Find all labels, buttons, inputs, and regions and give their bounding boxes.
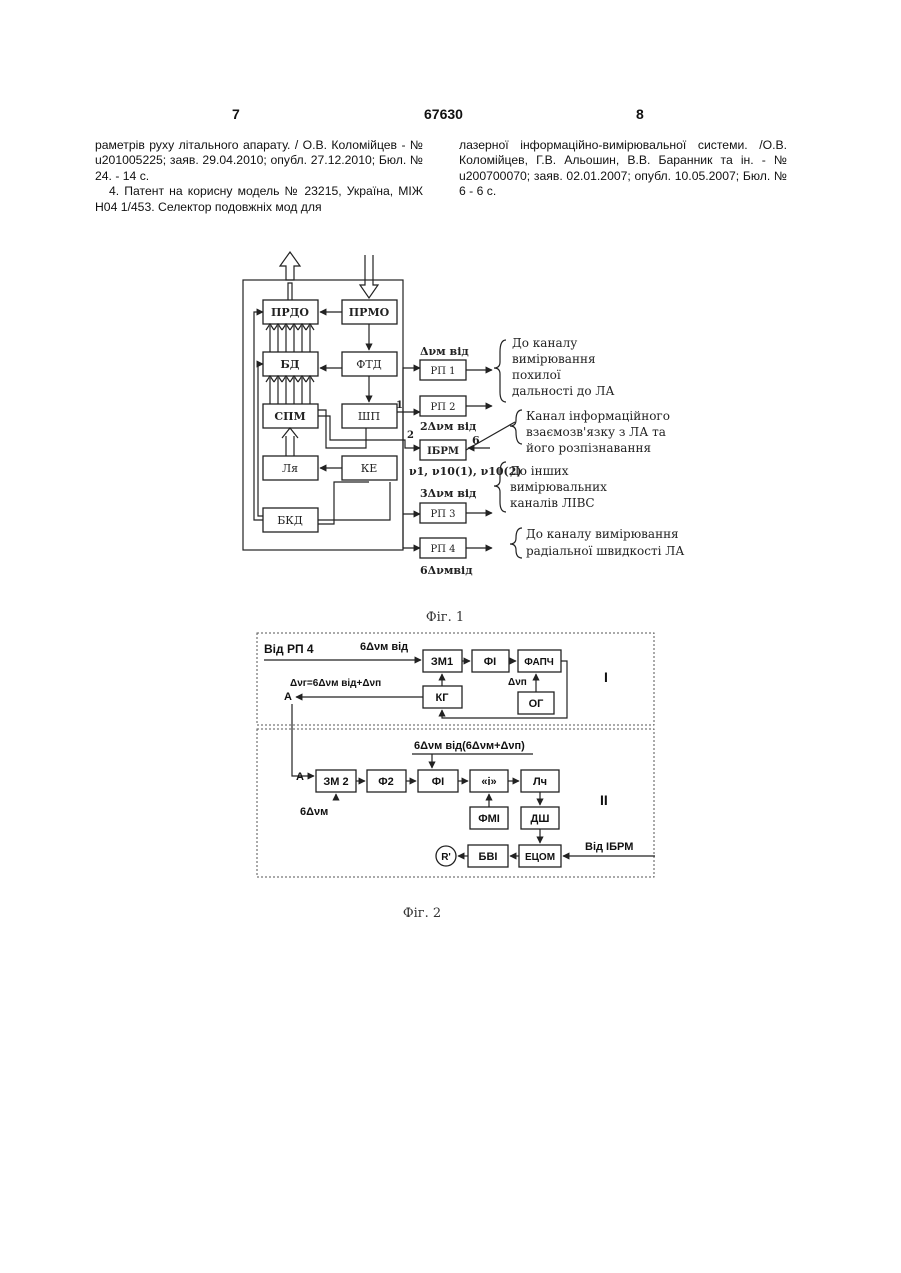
fig1-num1: 1 bbox=[396, 400, 403, 411]
fig2-source-rp4: Від РП 4 bbox=[264, 642, 314, 656]
fig2-a-label-1: A bbox=[284, 691, 292, 703]
block-prdo-label: ПРДО bbox=[271, 306, 309, 319]
fig1-note1-line2: вимірювання bbox=[512, 352, 596, 366]
fig1-note1-line1: До каналу bbox=[512, 336, 577, 350]
block-zm2-label: ЗМ 2 bbox=[323, 776, 348, 788]
fig1-brace-2 bbox=[510, 410, 522, 444]
fig1-brace-4 bbox=[510, 528, 522, 558]
block-zm1-label: ЗМ1 bbox=[431, 656, 453, 668]
fig1-rp2-freq: 2Δνм від bbox=[420, 420, 476, 433]
fig1-rp3-freq: 3Δνм від bbox=[420, 487, 476, 500]
fig1-bkd-bd-line bbox=[258, 364, 263, 516]
block-lch-label: Лч bbox=[533, 776, 547, 788]
fig2-dn: Δνп bbox=[508, 677, 527, 688]
fig1-note2-line3: його розпізнавання bbox=[526, 441, 651, 455]
block-ftd-label: ФТД bbox=[356, 358, 381, 371]
fig1-note2-line2: взаємозв'язку з ЛА та bbox=[526, 425, 666, 439]
fig2-caption: Фіг. 2 bbox=[403, 906, 441, 921]
block-i-label: «і» bbox=[481, 776, 496, 788]
block-dsh-label: ДШ bbox=[531, 813, 550, 825]
block-r-label: R' bbox=[441, 852, 451, 863]
fig2-formula: Δνг=6Δνм від+Δνп bbox=[290, 678, 381, 689]
block-og-label: ОГ bbox=[529, 698, 545, 710]
fig2-freq-label: 6Δνм bbox=[300, 806, 328, 818]
block-ibrm-label: ІБРМ bbox=[427, 446, 459, 457]
fig1-note3-line2: вимірювальних bbox=[510, 480, 607, 494]
fig1-bus-arrows bbox=[266, 324, 314, 456]
fig1-input-arrow bbox=[360, 255, 378, 298]
fig1-bkd-ke-line bbox=[318, 482, 369, 524]
fig1-output-arrow bbox=[280, 252, 300, 280]
fig1-note1-line4: дальності до ЛА bbox=[512, 384, 614, 398]
fig1-brace-1 bbox=[494, 340, 506, 402]
fig1-note4-line2: радіальної швидкості ЛА bbox=[526, 544, 684, 558]
block-lya-label: Ля bbox=[282, 462, 298, 475]
fig1-caption: Фіг. 1 bbox=[426, 610, 464, 625]
fig1-prdo-up bbox=[288, 283, 292, 300]
fig1-rp4-freq: 6Δνмвід bbox=[420, 564, 473, 577]
block-rp3-label: РП 3 bbox=[431, 509, 456, 520]
block-fi-1-label: ФІ bbox=[484, 656, 496, 668]
block-shp-label: ШП bbox=[358, 410, 380, 423]
fig1-bkd-right-line bbox=[318, 482, 390, 520]
fig2-a-label-2: A bbox=[296, 771, 304, 783]
fig2-section2-title: 6Δνм від(6Δνм+Δνп) bbox=[414, 740, 525, 752]
fig2-source-ibrm: Від ІБРМ bbox=[585, 841, 633, 853]
fig2-a-link bbox=[292, 704, 314, 776]
fig1-ibrm-freq: ν1, ν10(1), ν10(2) bbox=[409, 465, 522, 478]
block-f2-label: Ф2 bbox=[378, 776, 394, 788]
block-bd-label: БД bbox=[280, 358, 299, 371]
block-rp2-label: РП 2 bbox=[431, 402, 456, 413]
block-bvi-label: БВІ bbox=[479, 851, 498, 863]
fig1-note4-line1: До каналу вимірювання bbox=[526, 527, 679, 541]
fig1-note3-line3: каналів ЛІВС bbox=[510, 496, 595, 510]
block-prmo-label: ПРМО bbox=[349, 306, 390, 319]
fig1-num2: 2 bbox=[407, 430, 414, 441]
fig2-roman-2: ІІ bbox=[600, 792, 608, 808]
block-rp4-label: РП 4 bbox=[431, 544, 456, 555]
block-rp1-label: РП 1 bbox=[431, 366, 456, 377]
fig1-num6: 6 bbox=[472, 434, 480, 447]
fig2-input-freq: 6Δνм від bbox=[360, 641, 408, 653]
figure-2: Від РП 4 6Δνм від ЗМ1 ФІ ФАПЧ КГ ОГ Δνп … bbox=[257, 633, 655, 921]
figure-1: ПРДО БД СПМ Ля БКД ПРМО ФТД ШП КЕ bbox=[243, 252, 684, 625]
fig1-rp1-freq: Δνм від bbox=[420, 345, 469, 358]
block-fapch-label: ФАПЧ bbox=[524, 657, 554, 668]
block-ke-label: КЕ bbox=[361, 462, 378, 475]
fig1-note3-line1: До інших bbox=[510, 464, 569, 478]
block-spm-label: СПМ bbox=[274, 410, 305, 423]
block-fi-2-label: ФІ bbox=[432, 776, 444, 788]
fig2-roman-1: І bbox=[604, 669, 608, 685]
fig1-note1-line3: похилої bbox=[512, 368, 561, 382]
block-bkd-label: БКД bbox=[277, 514, 303, 527]
block-kg-label: КГ bbox=[436, 692, 450, 704]
fig1-note2-line1: Канал інформаційного bbox=[526, 409, 670, 423]
block-fmi-label: ФМІ bbox=[478, 813, 500, 825]
block-etsom-label: ЕЦОМ bbox=[525, 852, 555, 863]
